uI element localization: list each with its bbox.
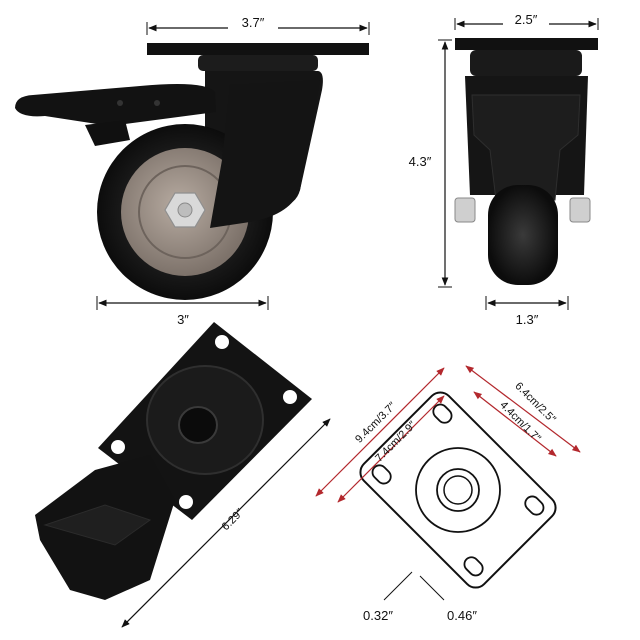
caster-side-view [15, 43, 369, 300]
axle-bolt-center [177, 202, 193, 218]
label-overall-length: 6.29″ [220, 507, 246, 533]
perspective-kingpin [178, 406, 218, 444]
label-total-height: 4.3″ [409, 154, 432, 169]
side-fork-leg [210, 80, 320, 228]
dimension-wheel-width: 1.3″ [485, 296, 569, 327]
label-slot-length: 0.46″ [447, 608, 477, 623]
brake-pad [85, 120, 130, 146]
side-swivel-race [198, 55, 318, 71]
label-slot-width: 0.32″ [363, 608, 393, 623]
plate-slot [463, 556, 484, 577]
plate-hole [283, 390, 297, 404]
side-rivet [117, 100, 123, 106]
side-rivet [154, 100, 160, 106]
front-axle-right [569, 197, 591, 223]
plate-hole [215, 335, 229, 349]
plate-hole [111, 440, 125, 454]
plate-hole [179, 495, 193, 509]
dimension-slot-length: 0.46″ [419, 575, 477, 623]
dimension-plate-length: 3.7″ [146, 14, 370, 35]
dimension-total-height: 4.3″ [409, 39, 452, 288]
caster-perspective-view [35, 322, 312, 600]
label-plate-length: 3.7″ [242, 15, 265, 30]
label-plate-width: 2.5″ [515, 12, 538, 27]
front-axle-left [454, 197, 476, 223]
plate-outline-inner [443, 475, 473, 505]
dimension-slot-width: 0.32″ [363, 571, 413, 623]
dimension-plate-width: 2.5″ [454, 10, 599, 30]
front-swivel-race [470, 50, 582, 76]
front-brake-cover [471, 94, 581, 201]
front-wheel [488, 185, 558, 285]
caster-front-view [454, 38, 598, 285]
dimension-wheel-diameter: 3″ [96, 296, 269, 327]
front-top-plate [455, 38, 598, 50]
side-top-plate [147, 43, 369, 55]
label-wheel-width: 1.3″ [516, 312, 539, 327]
plate-slot [524, 495, 545, 516]
brake-lever [15, 84, 216, 126]
label-wheel-diameter: 3″ [177, 312, 189, 327]
